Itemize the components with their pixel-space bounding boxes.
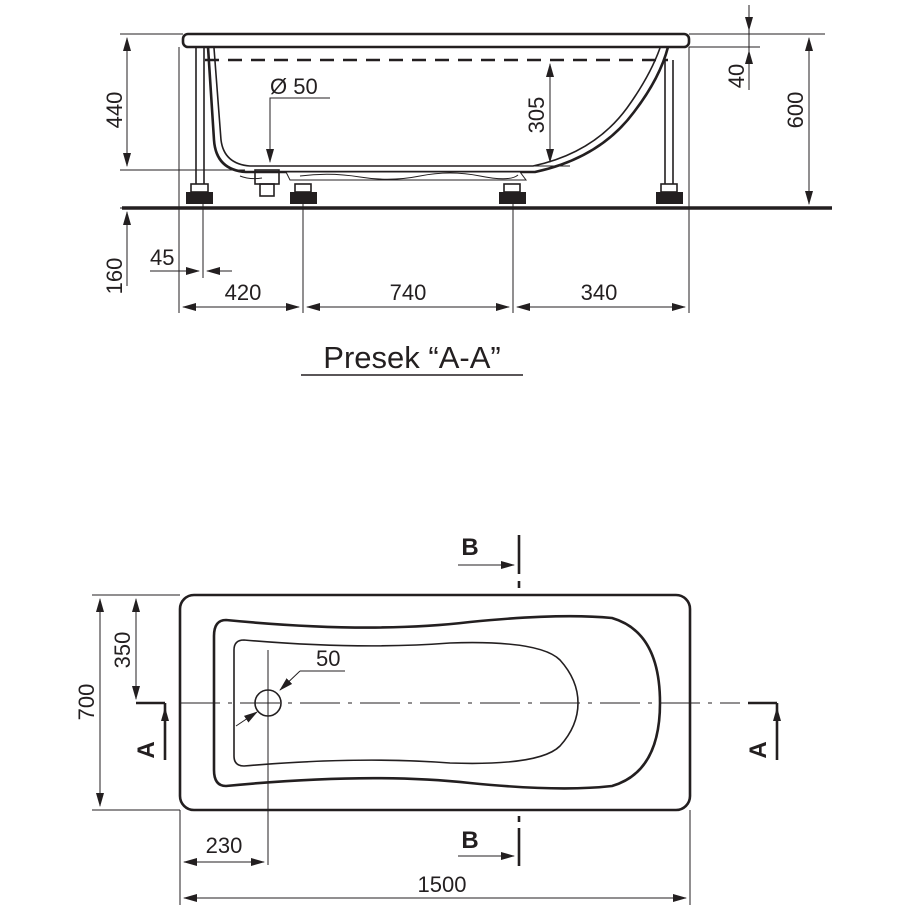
floor-hatch [239, 171, 527, 181]
dim-rim-height: 440 [102, 92, 127, 129]
section-mark-a-right: A [745, 701, 781, 760]
dim-overall-height: 600 [783, 92, 808, 129]
tub-rim [181, 32, 691, 49]
leg-left-front [195, 48, 205, 184]
dim-rim-thickness: 40 [724, 64, 749, 88]
dim-span-middle: 740 [390, 280, 427, 305]
svg-text:A: A [133, 741, 160, 758]
plan-view: 50 700 350 A A B [74, 534, 781, 905]
dimension-lines [123, 5, 813, 311]
foot-4 [656, 183, 683, 204]
leg-right-back [664, 60, 674, 184]
dim-floor-offset: 160 [102, 258, 127, 295]
dim-span-right: 340 [581, 280, 618, 305]
dim-overall-length: 1500 [418, 872, 467, 897]
basin-outer-edge [212, 614, 662, 790]
tub-body-outline [206, 46, 670, 174]
section-mark-b-top: B [458, 534, 521, 588]
dim-overall-width: 700 [74, 684, 99, 721]
extension-lines [120, 33, 825, 313]
svg-text:B: B [461, 827, 478, 854]
dim-span-left: 420 [225, 280, 262, 305]
support-legs [178, 47, 674, 313]
svg-text:B: B [461, 534, 478, 561]
dim-drain-size: 50 [316, 646, 340, 671]
foot-2 [290, 183, 317, 204]
basin-floor [233, 639, 579, 767]
dim-foot-inset: 45 [150, 245, 174, 270]
section-mark-a-left: A [133, 701, 169, 760]
section-view: 440 160 600 40 305 Ø 50 45 420 740 340 P… [102, 5, 832, 376]
foot-1 [186, 183, 213, 204]
drain-trap [254, 169, 280, 197]
dim-half-width: 350 [110, 632, 135, 669]
foot-3 [499, 183, 526, 204]
dim-drain-diameter: Ø 50 [270, 74, 318, 99]
dim-inner-depth: 305 [524, 97, 549, 134]
section-title: Presek “A-A” [323, 340, 500, 375]
svg-text:A: A [745, 741, 772, 758]
tub-inner-outline [213, 47, 661, 167]
feet [186, 183, 683, 204]
dim-drain-offset: 230 [206, 833, 243, 858]
section-mark-b-bottom: B [458, 816, 521, 866]
